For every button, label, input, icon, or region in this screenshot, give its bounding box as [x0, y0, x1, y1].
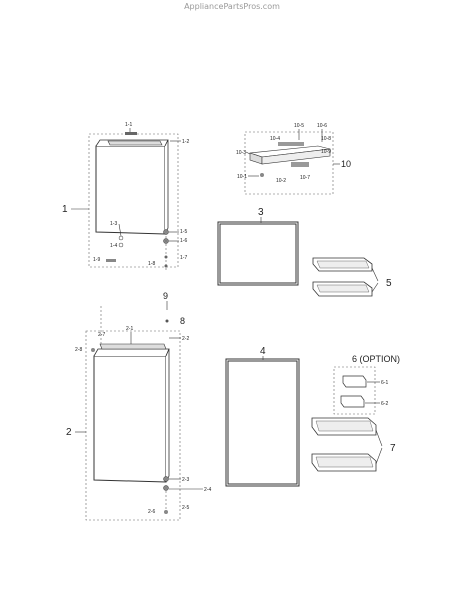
upper-door-cap — [107, 140, 163, 146]
callout-10-7: 10-7 — [300, 175, 310, 181]
callout-1-8: 1-8 — [148, 261, 155, 267]
callout-2-7: 2-7 — [98, 332, 105, 338]
callout-10-2: 10-2 — [276, 178, 286, 184]
callout-1: 1 — [62, 204, 68, 215]
lower-door-assembly: 2 2-1 2-2 2-3 2-4 2-5 2-6 2-7 2-8 — [66, 306, 211, 521]
callout-10-5: 10-5 — [294, 123, 304, 129]
lower-door-panel — [93, 355, 167, 483]
callout-10-8: 10-8 — [321, 136, 331, 142]
callout-2-8: 2-8 — [75, 347, 82, 353]
callout-3: 3 — [258, 207, 264, 218]
callout-1-5: 1-5 — [180, 229, 187, 235]
callout-10: 10 — [341, 159, 351, 169]
callout-6-1: 6-1 — [381, 380, 388, 386]
callout-1-4: 1-4 — [110, 243, 117, 249]
callout-10-1: 10-1 — [237, 174, 247, 180]
callout-5: 5 — [386, 278, 392, 289]
assembly-10: 10 10-1 10-2 10-3 10-4 10-5 10-6 10-7 10… — [236, 123, 351, 195]
callout-10-3: 10-3 — [236, 150, 246, 156]
callout-10-4: 10-4 — [270, 136, 280, 142]
upper-door-bins: 5 — [312, 257, 392, 297]
callout-9: 9 — [163, 291, 168, 301]
callout-6-2: 6-2 — [381, 401, 388, 407]
callout-6-option: 6 (OPTION) — [352, 354, 400, 364]
lower-door-gasket: 4 — [225, 346, 300, 487]
callout-2-3: 2-3 — [182, 477, 189, 483]
callout-2-6: 2-6 — [148, 509, 155, 515]
lower-door-bins: 7 — [311, 417, 396, 472]
callout-2: 2 — [66, 427, 72, 438]
callout-2-1: 2-1 — [126, 326, 133, 332]
callout-10-9: 10-9 — [321, 149, 331, 155]
watermark: AppliancePartsPros.com — [184, 2, 280, 11]
callout-2-2: 2-2 — [182, 336, 189, 342]
callout-2-5: 2-5 — [182, 505, 189, 511]
callout-10-6: 10-6 — [317, 123, 327, 129]
callout-1-6: 1-6 — [180, 238, 187, 244]
callout-1-2: 1-2 — [182, 139, 189, 145]
option-6-assembly: 6 (OPTION) 6-1 6-2 — [333, 354, 400, 415]
lower-door-cap — [99, 343, 167, 350]
callout-1-7: 1-7 — [180, 255, 187, 261]
callout-1-3: 1-3 — [110, 221, 117, 227]
upper-door-panel — [95, 145, 166, 235]
upper-door-gasket: 3 — [217, 207, 299, 286]
upper-door-assembly: 1 1-1 1-2 1-3 1-4 1-5 1-6 1-7 1-8 1-9 — [62, 122, 189, 272]
callout-7: 7 — [390, 443, 396, 454]
callout-1-1: 1-1 — [125, 122, 132, 128]
callout-8: 8 — [180, 316, 185, 326]
callout-1-9: 1-9 — [93, 257, 100, 263]
callout-4: 4 — [260, 346, 266, 357]
callout-2-4: 2-4 — [204, 487, 211, 493]
